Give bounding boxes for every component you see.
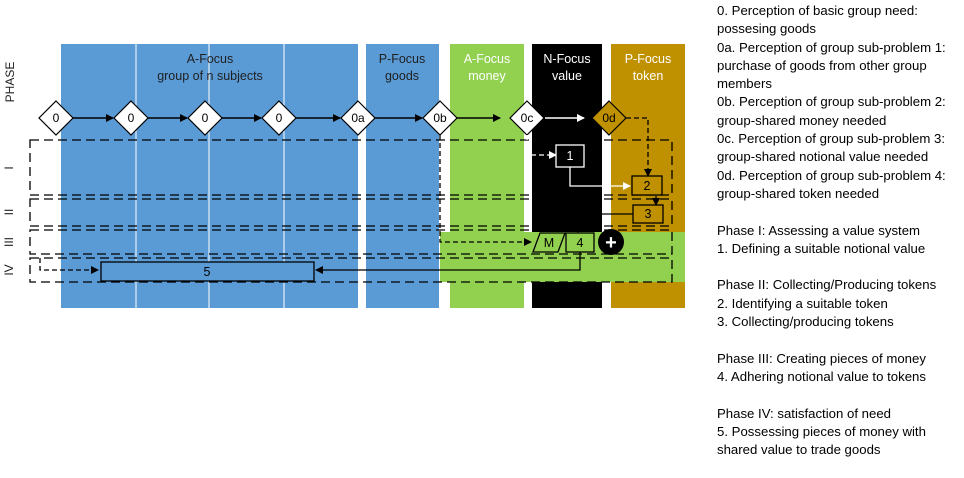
plus-symbol: +	[605, 232, 617, 254]
decision-node: 0d	[591, 100, 627, 136]
column-title-p-focus-goods: P-Focus	[379, 52, 426, 66]
column-subtitle-a-focus-money: money	[468, 69, 506, 83]
phase-band-ii	[29, 198, 673, 227]
legend-block: Phase III: Creating pieces of money 4. Ad…	[717, 350, 962, 387]
decision-node: 0c	[509, 100, 545, 136]
legend-block: Phase II: Collecting/Producing tokens 2. …	[717, 276, 962, 331]
decision-node: 0b	[422, 100, 458, 136]
phase-label-ii: II	[2, 209, 16, 216]
legend-line: group-shared token needed	[717, 185, 880, 201]
money-parallelogram: M	[532, 232, 566, 253]
legend-line: 0. Perception of basic group need:	[717, 3, 918, 18]
step-box-2: 2	[631, 175, 663, 196]
phase-band-iii	[29, 229, 673, 255]
column-title-n-focus-value: N-Focus	[543, 52, 590, 66]
step-label-3: 3	[645, 207, 652, 221]
phase-label-iii: III	[2, 237, 16, 247]
column-title-a-focus-subjects: A-Focus	[187, 52, 234, 66]
legend-line: members	[717, 76, 772, 92]
column-subtitle-a-focus-subjects: group of n subjects	[157, 69, 263, 83]
decision-node-label: 0b	[433, 111, 447, 125]
legend-line: shared value to trade goods	[717, 442, 881, 458]
legend-line: Phase I: Assessing a value system	[717, 222, 921, 238]
decision-node-label: 0	[276, 111, 283, 125]
decision-node-label: 0d	[602, 111, 615, 125]
legend-line: 0b. Perception of group sub-problem 2:	[717, 94, 946, 110]
step-box-5: 5	[100, 261, 315, 282]
legend-line: possesing goods	[717, 21, 816, 37]
step-label-5: 5	[204, 265, 211, 279]
legend-line: 0a. Perception of group sub-problem 1:	[717, 39, 946, 55]
process-diagram: A-Focus group of n subjects P-Focus good…	[2, 44, 685, 308]
decision-node-label: 0	[202, 111, 209, 125]
column-title-p-focus-token: P-Focus	[625, 52, 672, 66]
decision-node: 0	[261, 100, 297, 136]
decision-node: 0	[113, 100, 149, 136]
legend-line: 3. Collecting/producing tokens	[717, 314, 894, 330]
decision-node: 0	[38, 100, 74, 136]
legend-block: 0. Perception of basic group need: posses…	[717, 2, 962, 203]
legend-block: Phase IV: satisfaction of need 5. Possess…	[717, 405, 962, 460]
legend-line: Phase II: Collecting/Producing tokens	[717, 277, 937, 293]
decision-node-label: 0a	[351, 111, 365, 125]
column-subtitle-n-focus-value: value	[552, 69, 582, 83]
legend-line: 5. Possessing pieces of money with	[717, 423, 926, 439]
money-label: M	[544, 236, 554, 250]
column-subtitle-p-focus-token: token	[633, 69, 664, 83]
phase-label-i: I	[2, 166, 16, 169]
legend-panel: 0. Perception of basic group need: posses…	[717, 2, 962, 478]
decision-node: 0	[187, 100, 223, 136]
column-subtitle-p-focus-goods: goods	[385, 69, 419, 83]
legend-line: 4. Adhering notional value to tokens	[717, 368, 926, 384]
decision-node-label: 0c	[521, 111, 534, 125]
step-box-1: 1	[555, 144, 585, 168]
decision-node-label: 0	[128, 111, 135, 125]
plus-circle-icon: +	[598, 229, 624, 255]
legend-line: 0d. Perception of group sub-problem 4:	[717, 167, 946, 183]
phase-band-i	[29, 139, 673, 196]
step-label-2: 2	[644, 179, 651, 193]
legend-line: Phase III: Creating pieces of money	[717, 350, 926, 366]
column-title-a-focus-money: A-Focus	[464, 52, 511, 66]
step-box-4: 4	[565, 232, 595, 253]
legend-line: 0c. Perception of group sub-problem 3:	[717, 131, 945, 147]
phase-band-iv	[29, 257, 673, 283]
column-bg-p-focus-goods	[366, 44, 439, 308]
legend-line: 1. Defining a suitable notional value	[717, 240, 926, 256]
legend-line: Phase IV: satisfaction of need	[717, 405, 891, 421]
legend-line: group-shared notional value needed	[717, 149, 929, 165]
legend-line: purchase of goods from other group	[717, 57, 927, 73]
decision-node-label: 0	[53, 111, 60, 125]
legend-block: Phase I: Assessing a value system 1. Defi…	[717, 222, 962, 259]
step-label-4: 4	[577, 236, 584, 250]
legend-line: group-shared money needed	[717, 112, 887, 128]
step-box-3: 3	[632, 204, 664, 224]
legend-line: 2. Identifying a suitable token	[717, 295, 888, 311]
decision-node: 0a	[340, 100, 376, 136]
step-label-1: 1	[567, 149, 574, 163]
phase-axis-label: PHASE	[3, 62, 17, 103]
phase-label-iv: IV	[2, 264, 16, 275]
